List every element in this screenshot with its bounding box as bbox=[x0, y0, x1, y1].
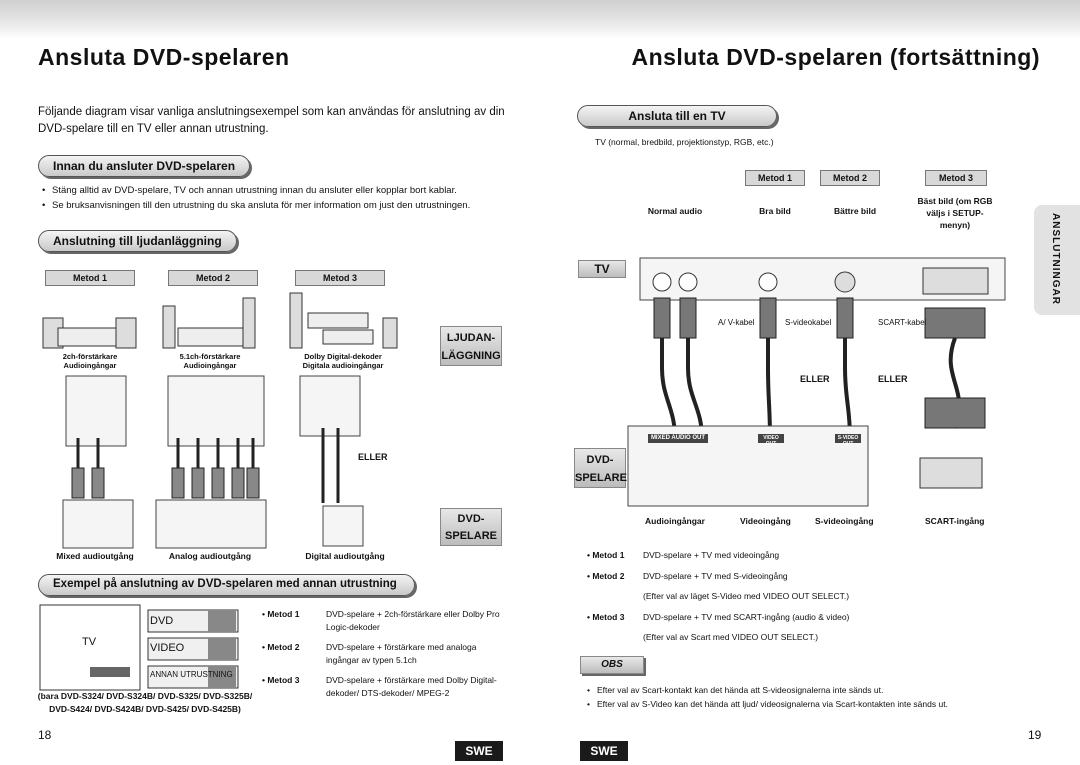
method-tag-1: Metod 1 bbox=[45, 270, 135, 286]
obs-label: OBS bbox=[580, 656, 644, 674]
header-band bbox=[0, 0, 1080, 38]
jack-label-svideo-out: S-VIDEO OUT bbox=[837, 435, 859, 447]
dvd-player-label-left: DVD- SPELARE bbox=[440, 508, 502, 546]
input-video: Videoingång bbox=[740, 516, 791, 526]
model-list: (bara DVD-S324/ DVD-S324B/ DVD-S325/ DVD… bbox=[37, 691, 253, 714]
input-svideo: S-videoingång bbox=[815, 516, 874, 526]
or-label-right-1: ELLER bbox=[800, 374, 830, 384]
method-note-3: • Metod 3 DVD-spelare + förstärkare med … bbox=[262, 675, 497, 698]
equipment-diagram bbox=[39, 604, 239, 691]
jack-label-mixed-audio: MIXED AUDIO OUT bbox=[650, 435, 706, 441]
audio-system-label: LJUDAN- LÄGGNING bbox=[440, 326, 502, 366]
diagram-tv-label: TV bbox=[82, 636, 97, 648]
cable-scart-label: SCART-kabel bbox=[878, 318, 927, 327]
quality-good: Bra bild bbox=[759, 206, 791, 216]
tv-method-tag-2: Metod 2 bbox=[820, 170, 880, 186]
quality-best: Bäst bild (om RGB väljs i SETUP-menyn) bbox=[917, 196, 993, 230]
section-heading-tv: Ansluta till en TV bbox=[577, 105, 777, 127]
audio-connection-diagram bbox=[42, 292, 398, 549]
input-audio: Audioingångar bbox=[645, 516, 705, 526]
or-label-right-2: ELLER bbox=[878, 374, 908, 384]
output-label-mixed: Mixed audioutgång bbox=[56, 551, 134, 561]
method-tag-3: Metod 3 bbox=[295, 270, 385, 286]
diagram-other-label: ANNAN UTRUSTNING bbox=[150, 670, 233, 679]
method-note-1: • Metod 1 DVD-spelare + 2ch-förstärkare … bbox=[262, 609, 500, 632]
tv-method-tag-1: Metod 1 bbox=[745, 170, 805, 186]
side-tab-connections: ANSLUTNINGAR bbox=[1034, 205, 1080, 315]
quality-better: Bättre bild bbox=[833, 206, 877, 216]
section-heading-audio: Anslutning till ljudanläggning bbox=[38, 230, 237, 252]
tv-method-note-3-extra: (Efter val av Scart med VIDEO OUT SELECT… bbox=[643, 632, 819, 642]
cable-av-label: A/ V-kabel bbox=[718, 318, 755, 327]
tv-method-note-1: • Metod 1 DVD-spelare + TV med videoingå… bbox=[587, 550, 780, 560]
section-heading-before-connect: Innan du ansluter DVD-spelaren bbox=[38, 155, 251, 177]
diagram-dvd-label: DVD bbox=[150, 615, 174, 627]
dvd-player-label-right: DVD- SPELARE bbox=[574, 448, 627, 488]
bullet-item: Stäng alltid av DVD-spelare, TV och anna… bbox=[42, 183, 522, 198]
tv-method-note-2-extra: (Efter val av läget S-Video med VIDEO OU… bbox=[643, 591, 850, 601]
section-heading-other-equipment: Exempel på anslutning av DVD-spelaren me… bbox=[38, 574, 415, 596]
diagram-video-label: VIDEO bbox=[150, 642, 185, 654]
tv-types-text: TV (normal, bredbild, projektionstyp, RG… bbox=[595, 137, 774, 147]
or-label-left: ELLER bbox=[358, 452, 388, 462]
tv-method-note-2: • Metod 2 DVD-spelare + TV med S-videoin… bbox=[587, 571, 788, 581]
obs-bullet-item: Efter val av S-Video kan det hända att l… bbox=[587, 697, 1007, 711]
tv-method-tag-3: Metod 3 bbox=[925, 170, 987, 186]
bullet-item: Se bruksanvisningen till den utrustning … bbox=[42, 198, 522, 213]
page-number-left: 18 bbox=[38, 728, 52, 742]
method-tag-2: Metod 2 bbox=[168, 270, 258, 286]
cable-svideo-label: S-videokabel bbox=[785, 318, 832, 327]
tv-connection-diagram bbox=[627, 257, 1006, 507]
page-title-left: Ansluta DVD-spelaren bbox=[38, 44, 290, 70]
obs-bullets: Efter val av Scart-kontakt kan det hända… bbox=[587, 683, 1007, 711]
page-title-right: Ansluta DVD-spelaren (fortsättning) bbox=[631, 44, 1040, 70]
method-note-2: • Metod 2 DVD-spelare + förstärkare med … bbox=[262, 642, 477, 665]
intro-text: Följande diagram visar vanliga anslutnin… bbox=[38, 106, 505, 135]
jack-label-video-out: VIDEO OUT bbox=[763, 435, 779, 447]
output-label-analog: Analog audioutgång bbox=[168, 551, 252, 561]
output-label-digital: Digital audioutgång bbox=[305, 551, 385, 561]
tv-method-note-3: • Metod 3 DVD-spelare + TV med SCART-ing… bbox=[587, 612, 850, 622]
obs-bullet-item: Efter val av Scart-kontakt kan det hända… bbox=[587, 683, 1007, 697]
input-scart: SCART-ingång bbox=[925, 516, 985, 526]
before-connect-bullets: Stäng alltid av DVD-spelare, TV och anna… bbox=[42, 183, 522, 213]
tv-label: TV bbox=[578, 260, 626, 278]
quality-normal-audio: Normal audio bbox=[647, 206, 703, 216]
page-number-right: 19 bbox=[1028, 728, 1042, 742]
language-badge-left: SWE bbox=[455, 741, 503, 761]
language-badge-right: SWE bbox=[580, 741, 628, 761]
